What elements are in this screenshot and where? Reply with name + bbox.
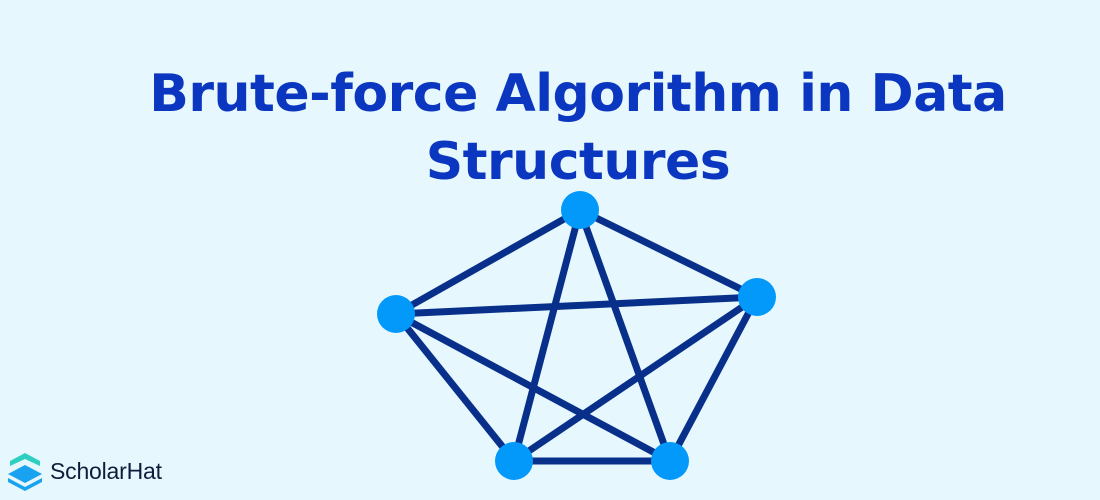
graph-edge-top-bottom-right [576,208,674,463]
graph-node-left [377,295,415,333]
scholarhat-logo-icon [8,453,42,491]
graph-node-right [738,278,776,316]
graph-edge-left-bottom-right [394,310,672,465]
graph-edge-left-right [395,293,758,318]
title-line-2: Structures [425,132,731,192]
graph-edge-top-left [394,206,582,318]
title-line-1: Brute-force Algorithm in Data [149,64,1007,124]
graph-nodes [377,191,776,480]
brand-name: ScholarHat [50,457,162,484]
graph-edges [393,206,761,465]
graph-edge-left-bottom-left [393,311,517,464]
graph-node-bottom-left [495,442,533,480]
graph-node-top [561,191,599,229]
brand: ScholarHat [6,450,162,492]
graph-edge-top-right [578,206,759,301]
graph-edge-right-bottom-right [666,295,761,463]
graph-edge-top-bottom-left [510,209,584,462]
graph-edge-right-bottom-left [512,294,759,464]
graph-node-bottom-right [651,442,689,480]
